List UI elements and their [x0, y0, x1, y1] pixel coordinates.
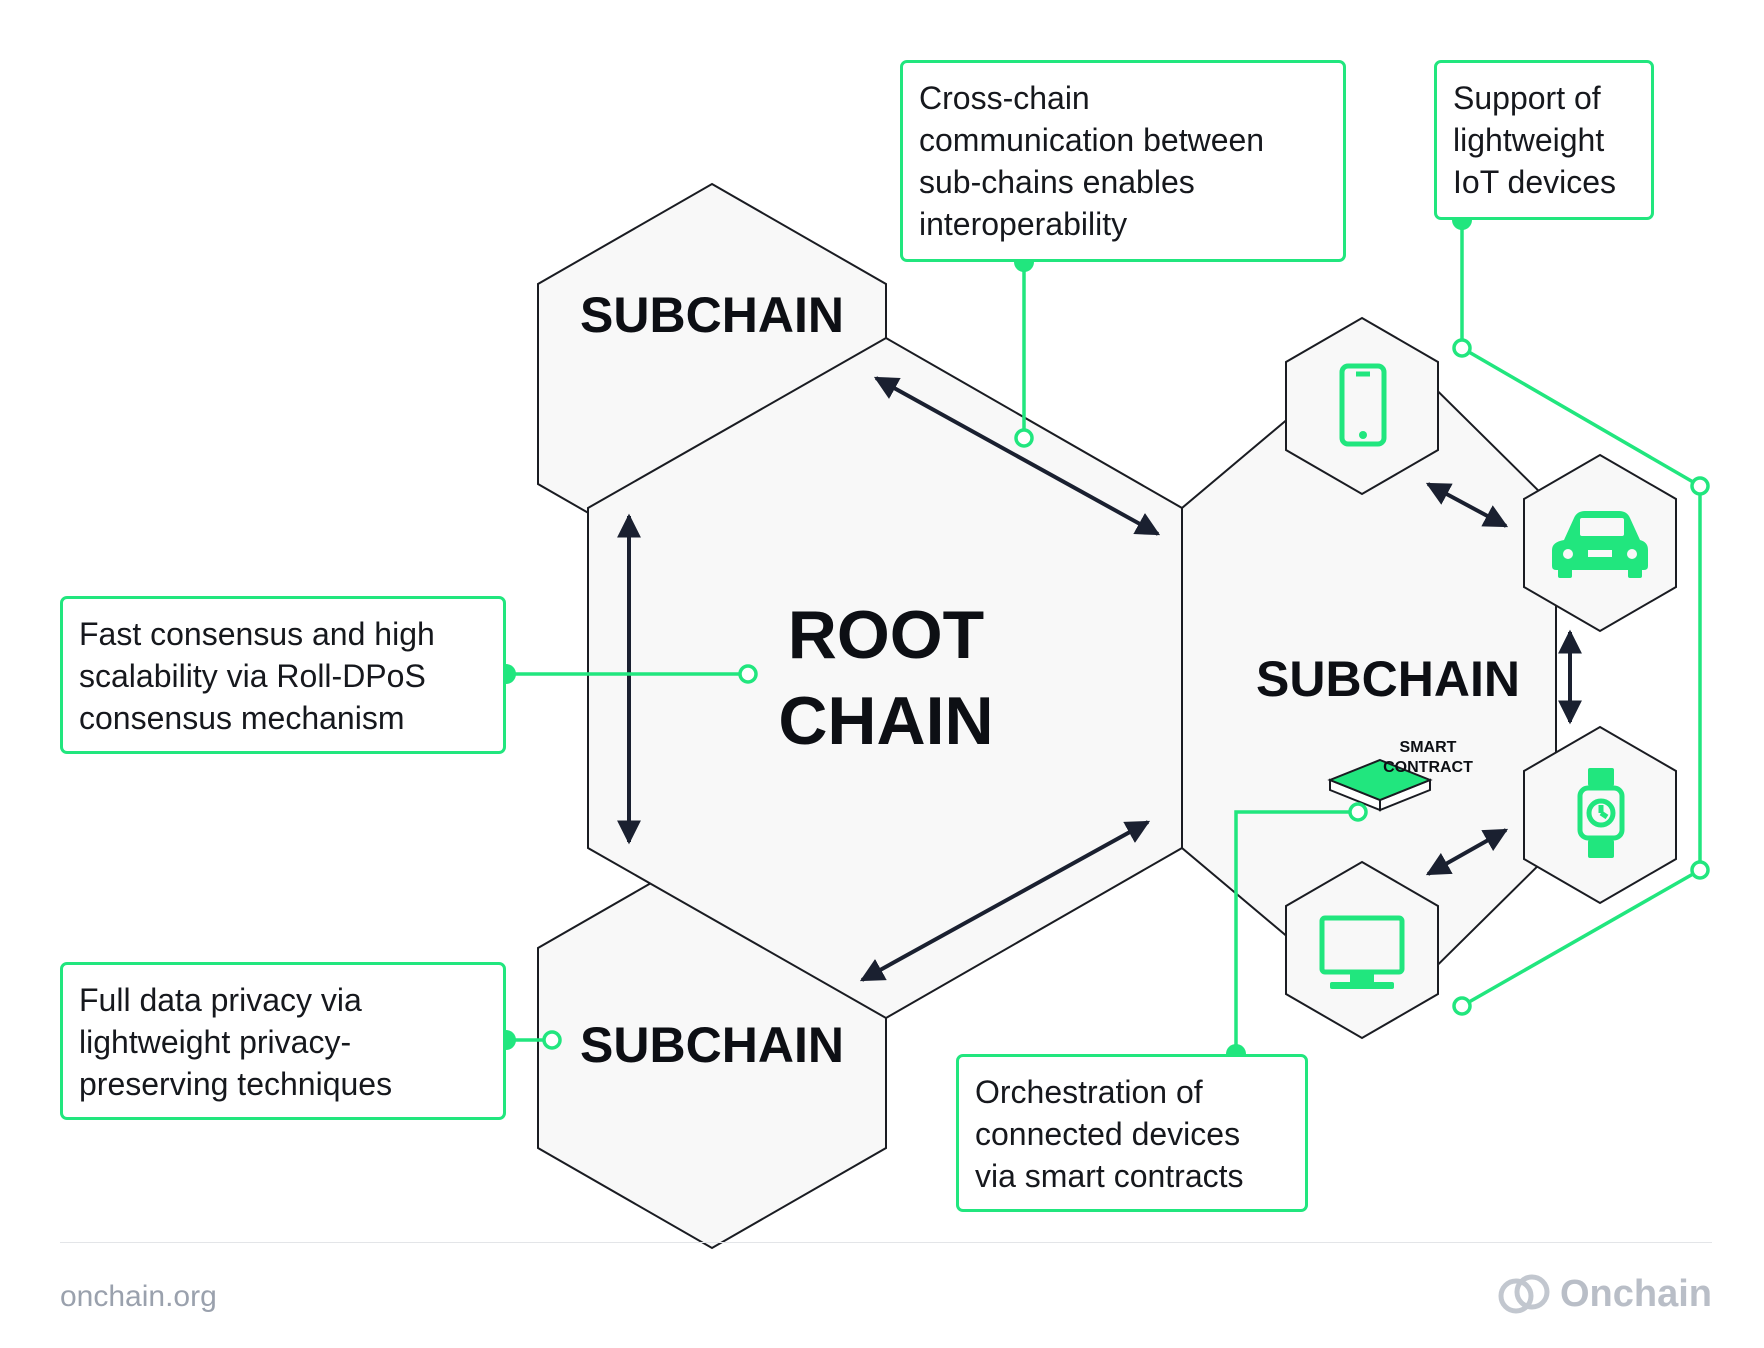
callout-iot-support-line-3: IoT devices — [1453, 164, 1617, 200]
callout-orchestration-line-1: Orchestration of — [975, 1074, 1203, 1110]
callout-iot-support: Support of lightweight IoT devices — [1434, 60, 1654, 220]
callout-orchestration-line-2: connected devices — [975, 1116, 1241, 1152]
arrow-contract-to-watch — [1425, 828, 1509, 876]
callout-cross-chain: Cross-chain communication between sub-ch… — [900, 60, 1346, 262]
monitor-device-hexagon — [1285, 860, 1439, 1040]
callout-cross-chain-line-1: Cross-chain — [919, 80, 1090, 116]
onchain-logo-icon — [1498, 1274, 1550, 1314]
callout-privacy-line-2: lightweight privacy- — [79, 1024, 352, 1060]
connector-iot-support — [1452, 210, 1710, 1016]
smart-contract-label-line2: CONTRACT — [1383, 759, 1473, 776]
phone-device-hexagon — [1285, 316, 1439, 496]
subchain-bottom-label: SUBCHAIN — [580, 1017, 844, 1073]
callout-privacy: Full data privacy via lightweight privac… — [60, 962, 506, 1120]
callout-iot-support-line-1: Support of — [1453, 80, 1601, 116]
footer-site-link[interactable]: onchain.org — [60, 1280, 217, 1313]
callout-iot-support-line-2: lightweight — [1453, 122, 1605, 158]
subchain-top-label: SUBCHAIN — [580, 287, 844, 343]
monitor-icon — [1319, 915, 1405, 989]
callout-fast-consensus-line-1: Fast consensus and high — [79, 616, 435, 652]
smartwatch-icon — [1577, 768, 1625, 858]
callout-privacy-line-1: Full data privacy via — [79, 982, 362, 1018]
callout-privacy-line-3: preserving techniques — [79, 1066, 393, 1102]
callout-cross-chain-line-4: interoperability — [919, 206, 1128, 242]
smart-contract-block — [1327, 758, 1433, 812]
callout-fast-consensus-line-3: consensus mechanism — [79, 700, 405, 736]
callout-fast-consensus: Fast consensus and high scalability via … — [60, 596, 506, 754]
connector-cross-chain — [1014, 252, 1034, 448]
callout-cross-chain-line-3: sub-chains enables — [919, 164, 1195, 200]
arrow-bottom-subchain-to-right-subchain — [859, 820, 1151, 982]
arrow-top-subchain-to-right-subchain — [873, 376, 1161, 536]
smart-contract-label-line1: SMART — [1400, 739, 1457, 756]
callout-fast-consensus-line-2: scalability via Roll-DPoS — [79, 658, 426, 694]
root-chain-label-line1: ROOT — [788, 597, 984, 673]
car-icon — [1552, 511, 1648, 578]
footer-brand: Onchain — [1496, 1268, 1712, 1320]
callout-cross-chain-line-2: communication between — [919, 122, 1265, 158]
phone-icon — [1339, 363, 1387, 447]
callout-orchestration-line-3: via smart contracts — [975, 1158, 1244, 1194]
callout-orchestration: Orchestration of connected devices via s… — [956, 1054, 1308, 1212]
arrow-phone-to-car — [1425, 482, 1509, 528]
subchain-right-label: SUBCHAIN — [1256, 651, 1520, 707]
root-chain-label-line2: CHAIN — [778, 683, 993, 759]
footer-brand-name: Onchain — [1559, 1272, 1712, 1315]
footer-divider — [60, 1242, 1712, 1243]
